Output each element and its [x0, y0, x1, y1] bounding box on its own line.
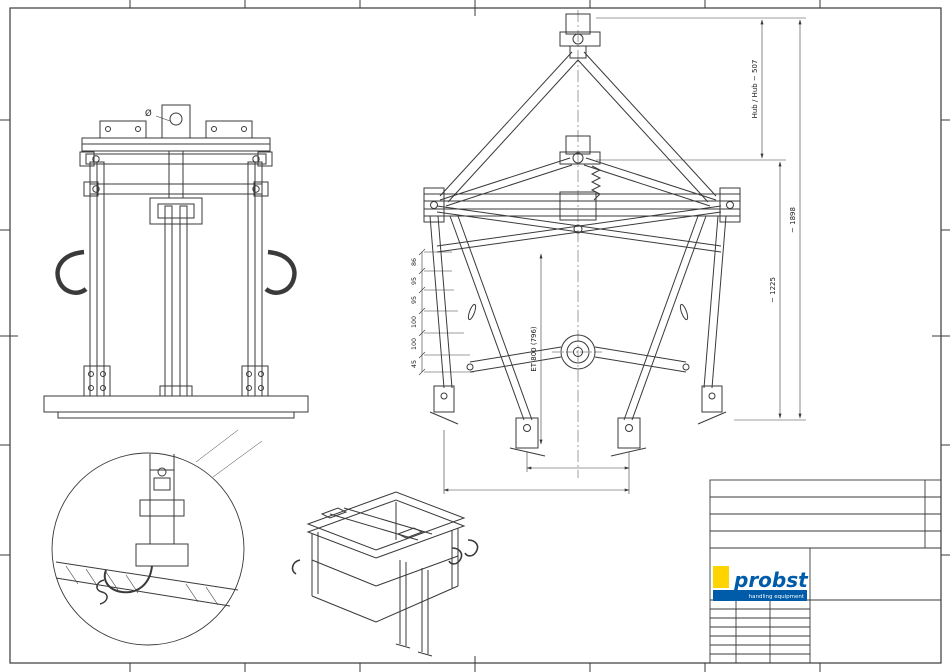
logo-wordmark: probst	[733, 568, 809, 592]
chain-label-3: 95	[411, 296, 418, 304]
cross-beam	[423, 187, 741, 223]
logo-blue-bar	[713, 590, 807, 601]
dim-label-1898: ~ 1898	[789, 207, 797, 233]
chain-label-5: 100	[411, 338, 418, 350]
chain-label-2: 95	[411, 277, 418, 285]
left-dimension-chain	[418, 248, 474, 376]
top-clevis	[559, 13, 601, 59]
dim-label-1225: ~ 1225	[769, 277, 777, 303]
spring	[590, 165, 602, 201]
chain-label-4: 100	[411, 316, 418, 328]
feet	[429, 385, 727, 457]
isometric-view	[291, 491, 479, 657]
logo-tagline: handling equipment	[749, 594, 805, 600]
probst-logo: probst handling equipment	[713, 566, 809, 601]
logo-yellow-block	[713, 566, 729, 588]
main-view	[423, 10, 741, 478]
legs	[429, 215, 727, 421]
dim-label-hub507: Hub / Hub ~ 507	[751, 60, 759, 119]
drawing-frame	[9, 7, 942, 664]
lowered-clevis	[559, 135, 602, 201]
front-view	[43, 104, 309, 419]
detail-view	[51, 429, 263, 646]
s-hook	[96, 579, 108, 605]
front-view-diameter-label: Ø	[145, 108, 152, 119]
upper-arms	[439, 51, 717, 207]
scissor-braces	[436, 205, 722, 253]
chain-label-6: 45	[411, 360, 418, 368]
right-hook	[264, 249, 297, 295]
base-plate	[43, 395, 309, 413]
left-hook	[55, 249, 88, 295]
chain-label-1: 86	[411, 258, 418, 266]
central-hub	[466, 334, 690, 373]
dim-label-et800: ET 800 (796)	[530, 326, 538, 372]
main-view-dimensions	[418, 17, 806, 494]
detail-circle	[51, 452, 245, 646]
lifting-eye	[161, 104, 191, 139]
title-block	[709, 479, 942, 664]
